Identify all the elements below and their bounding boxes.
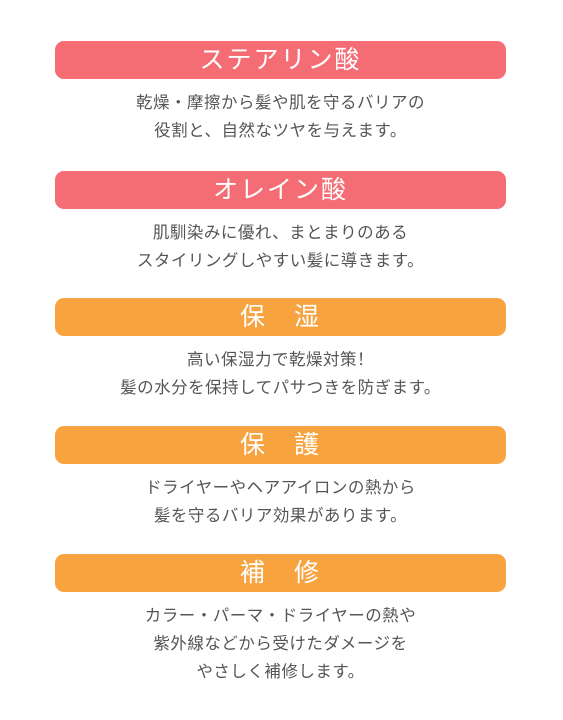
feature-stearic-acid: ステアリン酸 乾燥・摩擦から髪や肌を守るバリアの 役割と、自然なツヤを与えます。 bbox=[55, 41, 506, 145]
feature-repair: 補 修 カラー・パーマ・ドライヤーの熱や 紫外線などから受けたダメージを やさし… bbox=[55, 554, 506, 686]
feature-title-banner: 補 修 bbox=[55, 554, 506, 592]
feature-oleic-acid: オレイン酸 肌馴染みに優れ、まとまりのある スタイリングしやすい髪に導きます。 bbox=[55, 171, 506, 275]
feature-title-banner: 保 湿 bbox=[55, 298, 506, 336]
feature-title-banner: 保 護 bbox=[55, 426, 506, 464]
feature-description: カラー・パーマ・ドライヤーの熱や 紫外線などから受けたダメージを やさしく補修し… bbox=[144, 606, 417, 681]
feature-title-banner: オレイン酸 bbox=[55, 171, 506, 209]
feature-description: 乾燥・摩擦から髪や肌を守るバリアの 役割と、自然なツヤを与えます。 bbox=[136, 93, 425, 140]
feature-protection: 保 護 ドライヤーやヘアアイロンの熱から 髪を守るバリア効果があります。 bbox=[55, 426, 506, 530]
feature-moisturizing: 保 湿 高い保湿力で乾燥対策！ 髪の水分を保持してパサつきを防ぎます。 bbox=[55, 298, 506, 402]
feature-description: 肌馴染みに優れ、まとまりのある スタイリングしやすい髪に導きます。 bbox=[136, 223, 425, 270]
feature-description: 高い保湿力で乾燥対策！ 髪の水分を保持してパサつきを防ぎます。 bbox=[120, 350, 441, 397]
feature-title-banner: ステアリン酸 bbox=[55, 41, 506, 79]
feature-description: ドライヤーやヘアアイロンの熱から 髪を守るバリア効果があります。 bbox=[145, 478, 416, 525]
